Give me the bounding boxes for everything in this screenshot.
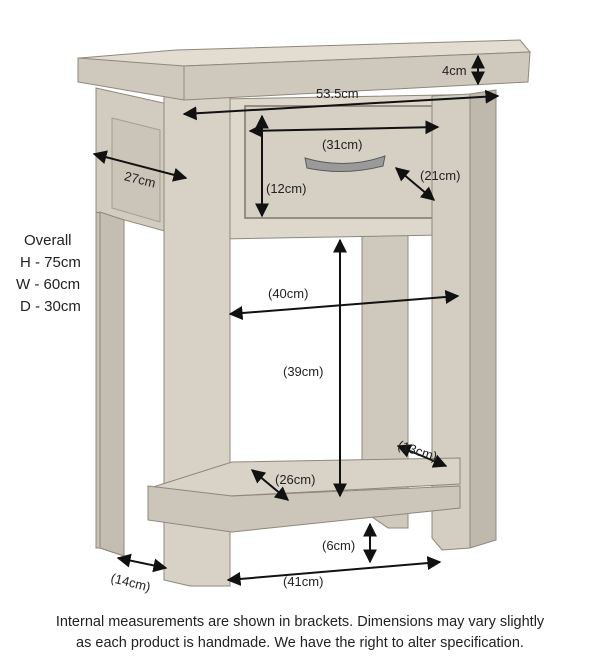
label-drawer-depth: (21cm): [420, 168, 460, 183]
dimension-arrows: [92, 54, 500, 586]
footer-note: Internal measurements are shown in brack…: [0, 612, 600, 654]
label-internal-height: (39cm): [283, 364, 323, 379]
overall-dimensions: Overall H - 75cm W - 60cm D - 30cm: [10, 230, 81, 318]
arrow-side-depth: [92, 150, 188, 182]
label-internal-width: (40cm): [268, 286, 308, 301]
arrow-base-width: [226, 556, 442, 586]
arrow-top-width: [182, 89, 500, 121]
label-top-thickness: 4cm: [442, 63, 467, 78]
overall-depth: D - 30cm: [20, 298, 81, 315]
arrow-drawer-width: [248, 120, 440, 138]
arrow-drawer-depth: [394, 167, 436, 201]
label-shelf-depth: (26cm): [275, 472, 315, 487]
footer-line-1: Internal measurements are shown in brack…: [55, 614, 545, 630]
label-base-width: (41cm): [283, 574, 323, 589]
drawer-front: [244, 105, 442, 219]
console-table-illustration: [77, 39, 532, 587]
drawer-handle: [304, 155, 386, 173]
label-leg-width-front: (14cm): [109, 570, 152, 594]
shelf-front: [147, 485, 461, 533]
label-top-width: 53.5cm: [316, 86, 359, 101]
right-side-edge: [469, 89, 497, 549]
overall-heading: Overall: [24, 232, 72, 249]
overall-width: W - 60cm: [16, 276, 81, 293]
arrow-leg-width-front: [116, 553, 168, 573]
arrow-internal-width: [228, 290, 460, 320]
arrow-leg-width-back: [396, 444, 448, 468]
left-back-leg-lower: [99, 211, 125, 557]
label-shelf-clearance: (6cm): [322, 538, 355, 553]
label-drawer-height: (12cm): [266, 181, 306, 196]
label-drawer-width: (31cm): [322, 137, 362, 152]
dimension-labels: 4cm 53.5cm 27cm (31cm) (12cm) (21cm) (40…: [109, 63, 466, 595]
label-side-depth: 27cm: [123, 168, 157, 190]
footer-line-2: as each product is handmade. We have the…: [76, 635, 524, 651]
arrow-shelf-depth: [250, 469, 290, 501]
overall-height: H - 75cm: [20, 254, 81, 271]
